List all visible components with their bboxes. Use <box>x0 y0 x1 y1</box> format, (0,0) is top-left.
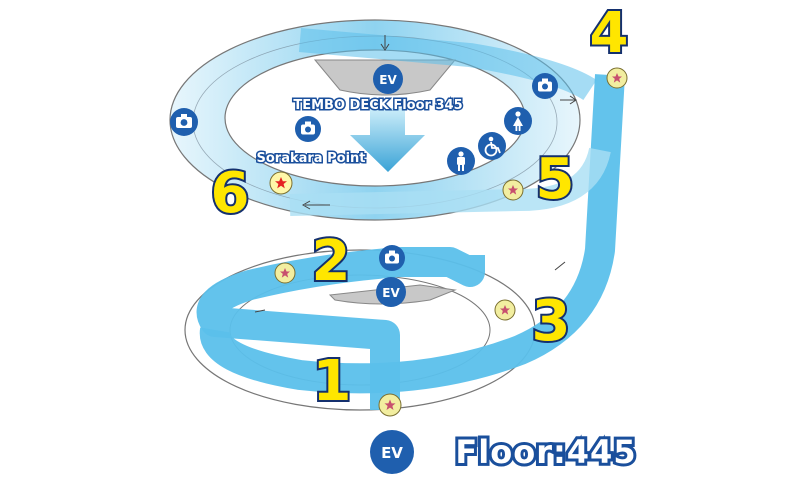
camera-icon[interactable] <box>295 116 321 142</box>
camera-icon[interactable] <box>532 73 558 99</box>
camera-icon[interactable] <box>170 108 198 136</box>
point-label: Sorakara Point <box>257 151 366 166</box>
step-3: 3 <box>532 289 571 354</box>
ev-label-bottom: EV <box>381 444 403 462</box>
star-marker-icon <box>606 67 628 89</box>
upper-deck-label: TEMBO DECK Floor 345 <box>293 98 462 113</box>
step-2: 2 <box>312 229 351 294</box>
star-marker-icon <box>378 393 402 417</box>
step-5: 5 <box>536 147 575 212</box>
star-marker-icon <box>269 171 293 195</box>
male-restroom-icon <box>447 147 475 175</box>
ev-label-top: EV <box>379 73 397 87</box>
star-marker-icon <box>274 262 296 284</box>
step-1: 1 <box>313 349 352 414</box>
elevator-mid: EV <box>376 277 406 307</box>
step-6: 6 <box>211 161 250 226</box>
ev-label-middle: EV <box>382 286 400 300</box>
star-marker-icon <box>494 299 516 321</box>
wheelchair-icon <box>478 132 506 160</box>
flow-arrows <box>254 35 577 313</box>
star-marker-icon <box>502 179 524 201</box>
elevator-top: EV <box>373 64 403 94</box>
step-4: 4 <box>590 1 629 66</box>
elevator-entry[interactable]: EV <box>370 430 414 474</box>
down-arrow <box>350 108 425 172</box>
female-restroom-icon <box>504 107 532 135</box>
camera-icon[interactable] <box>379 245 405 271</box>
floor-label: Floor:445 <box>455 433 636 471</box>
